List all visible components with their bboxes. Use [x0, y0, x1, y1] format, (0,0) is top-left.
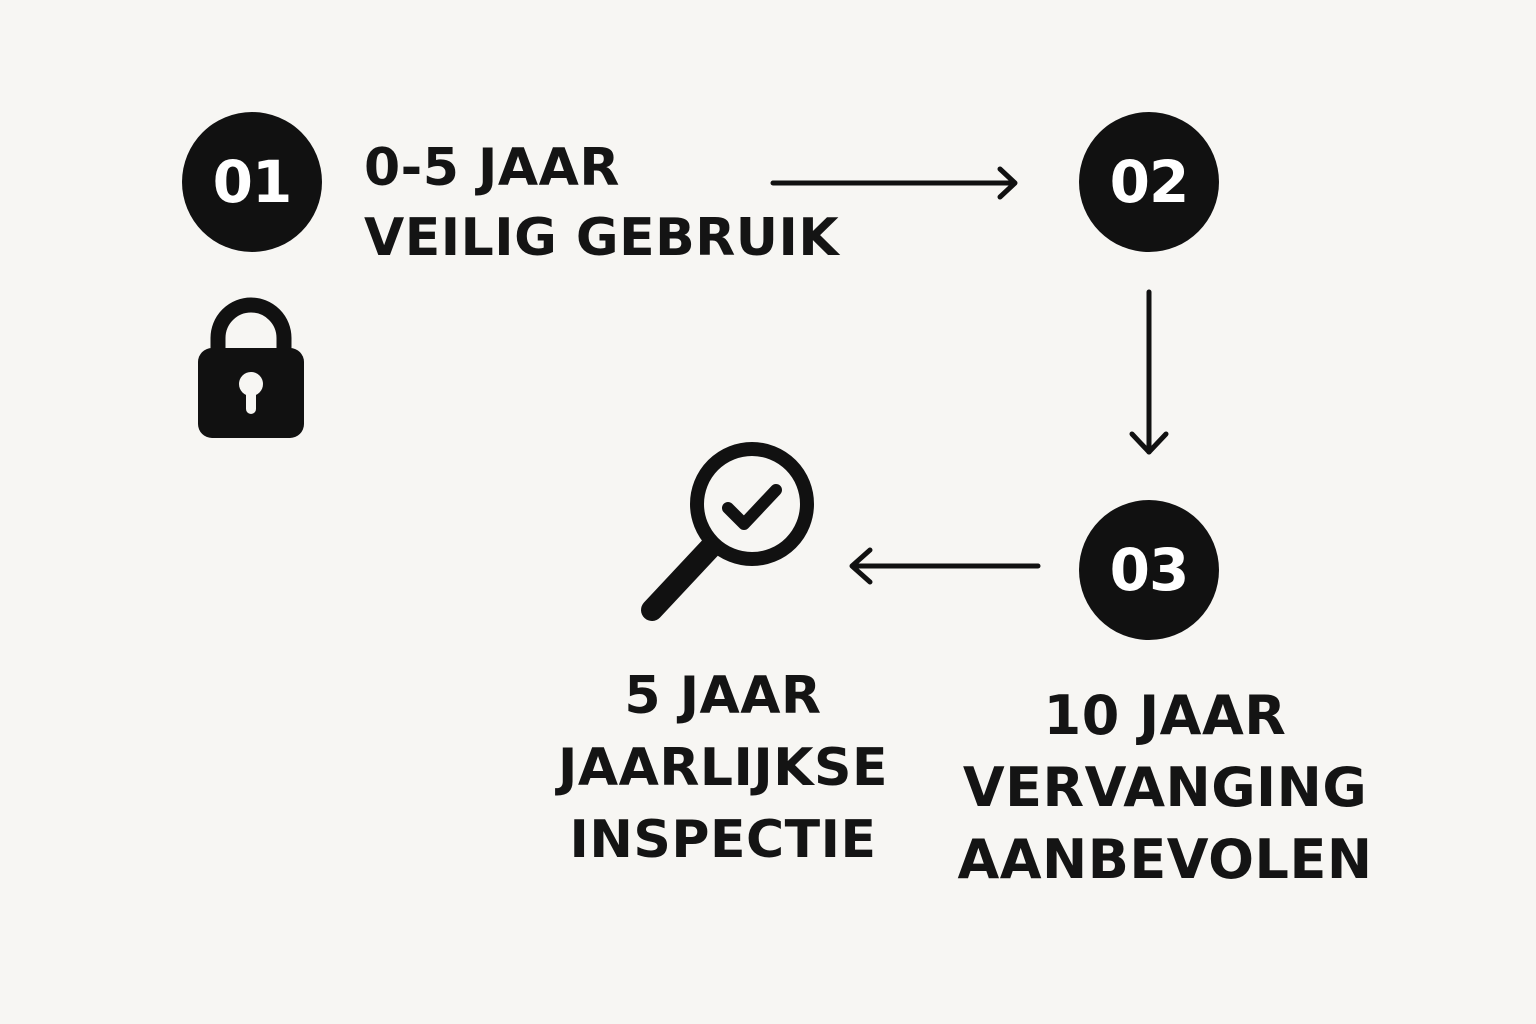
magnifier-check-icon — [641, 442, 814, 621]
inspection-label: 5 JAAR JAARLIJKSE INSPECTIE — [540, 660, 906, 876]
lock-icon — [198, 297, 304, 438]
step-01-label-line-1: 0-5 JAAR — [364, 138, 620, 198]
step-03-label-line-3: AANBEVOLEN — [957, 828, 1373, 891]
arrow-down — [1129, 289, 1169, 455]
arrow-left — [849, 547, 1041, 585]
step-03-badge: 03 — [1079, 500, 1219, 640]
step-03-label-line-2: VERVANGING — [962, 756, 1368, 819]
step-02-badge: 02 — [1079, 112, 1219, 252]
step-03-number: 03 — [1109, 536, 1190, 604]
step-02-number: 02 — [1109, 148, 1190, 216]
inspection-label-line-3: INSPECTIE — [569, 810, 877, 870]
inspection-label-line-2: JAARLIJKSE — [558, 738, 888, 798]
step-03-label-line-1: 10 JAAR — [1043, 684, 1287, 747]
inspection-label-line-1: 5 JAAR — [624, 666, 822, 726]
step-01-label-line-2: VEILIG GEBRUIK — [364, 208, 840, 268]
step-03-label: 10 JAAR VERVANGING AANBEVOLEN — [940, 680, 1390, 896]
step-01-label: 0-5 JAAR VEILIG GEBRUIK — [364, 133, 839, 273]
step-01-number: 01 — [212, 148, 293, 216]
step-01-badge: 01 — [182, 112, 322, 252]
arrow-right — [770, 166, 1018, 200]
